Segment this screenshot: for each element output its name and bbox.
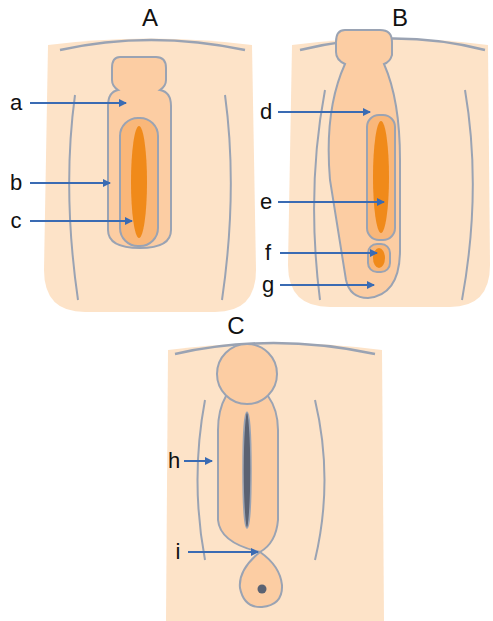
panel-b bbox=[288, 30, 490, 307]
callout-letter: d bbox=[260, 101, 272, 123]
panel-c bbox=[166, 343, 384, 621]
panel-a bbox=[44, 39, 256, 313]
callout-letter: h bbox=[168, 450, 180, 472]
callout-letter: e bbox=[260, 191, 272, 213]
callout-letter: i bbox=[176, 541, 181, 563]
callout-letter: g bbox=[262, 274, 274, 296]
callout-letter: f bbox=[265, 242, 271, 264]
panel-heading: A bbox=[142, 6, 158, 30]
callout-letter: b bbox=[10, 172, 22, 194]
leader-lines bbox=[30, 103, 384, 552]
callout-letter: c bbox=[11, 210, 22, 232]
panel-heading: C bbox=[227, 314, 244, 338]
panel-heading: B bbox=[392, 6, 408, 30]
callout-letter: a bbox=[10, 92, 22, 114]
